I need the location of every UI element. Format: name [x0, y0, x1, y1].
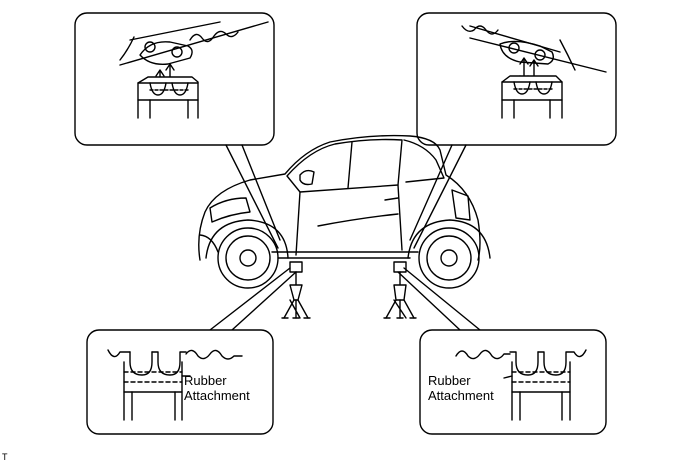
- rubber-attachment-label-right-line2: Attachment: [428, 388, 494, 403]
- jack-stand-front: [282, 262, 310, 318]
- callout-top-left: [75, 13, 274, 145]
- leader-lines-top: [226, 145, 466, 248]
- leader-lines-bottom: [210, 268, 480, 330]
- rubber-attachment-label-left-line2: Attachment: [184, 388, 250, 403]
- callout-bottom-left: [87, 330, 273, 434]
- figure-corner-mark: T: [2, 452, 8, 462]
- jack-stand-rear: [384, 262, 416, 318]
- callout-bottom-right: [420, 330, 606, 434]
- rubber-attachment-label-left-line1: Rubber: [184, 373, 227, 388]
- vehicle-side-view: [199, 136, 490, 288]
- rubber-attachment-label-right-line1: Rubber: [428, 373, 471, 388]
- callout-top-right: [417, 13, 616, 145]
